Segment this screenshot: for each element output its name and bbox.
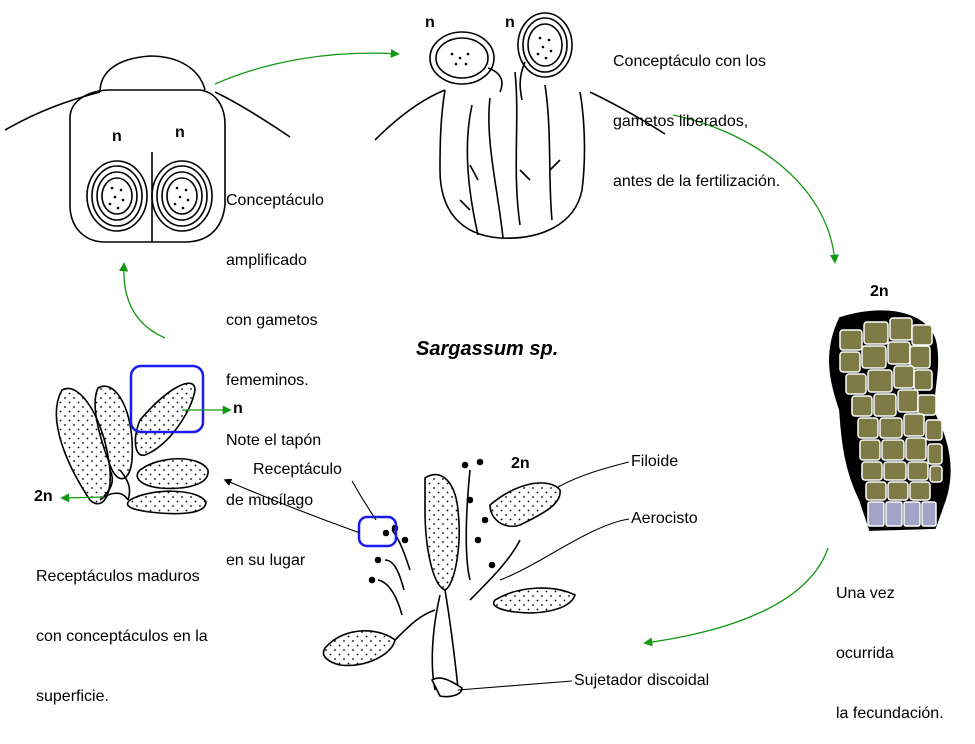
- ploidy-n-released-right: n: [505, 14, 515, 32]
- diagram-title: Sargassum sp.: [416, 338, 558, 361]
- label-conceptacle-amplified: Conceptáculo amplificado con gametos fem…: [226, 151, 324, 591]
- thallus-drawing: [323, 460, 575, 697]
- label-line: de mucílago: [226, 491, 324, 511]
- label-line: antes de la fertilización.: [613, 172, 780, 192]
- label-line: Conceptáculo con los: [613, 52, 780, 72]
- label-line: amplificado: [226, 251, 324, 271]
- label-receptacle: Receptáculo: [253, 460, 342, 480]
- ploidy-n-receptacle: n: [233, 400, 243, 418]
- gamete-dots-left: [109, 187, 190, 210]
- label-holdfast: Sujetador discoidal: [574, 671, 709, 691]
- label-line: la fecundación.: [836, 704, 944, 724]
- label-line: Receptáculos maduros: [36, 567, 208, 587]
- label-line: Una vez: [836, 584, 944, 604]
- label-line: Conceptáculo: [226, 191, 324, 211]
- label-fertilization: Una vez ocurrida la fecundación.: [836, 544, 944, 744]
- label-line: ocurrida: [836, 644, 944, 664]
- label-aerocyst: Aerocisto: [631, 509, 698, 529]
- label-conceptacle-released: Conceptáculo con los gametos liberados, …: [613, 12, 780, 212]
- gamete-dots-released: [451, 37, 553, 66]
- ploidy-2n-thallus: 2n: [511, 455, 530, 473]
- ploidy-2n-receptacle: 2n: [34, 488, 53, 506]
- label-line: con gametos: [226, 311, 324, 331]
- ploidy-n-released-left: n: [425, 14, 435, 32]
- label-line: Note el tapón: [226, 431, 324, 451]
- zygote-drawing: [830, 311, 950, 530]
- ploidy-n-left: n: [112, 128, 122, 146]
- label-receptacles: Receptáculos maduros con conceptáculos e…: [36, 527, 208, 727]
- label-line: con conceptáculos en la: [36, 627, 208, 647]
- label-line: superficie.: [36, 687, 208, 707]
- label-line: fememinos.: [226, 371, 324, 391]
- label-line: en su lugar: [226, 551, 324, 571]
- ploidy-2n-zygote: 2n: [870, 283, 889, 301]
- label-phylloid: Filoide: [631, 452, 678, 472]
- ploidy-n-right: n: [175, 124, 185, 142]
- receptacle-highlight-box: [359, 517, 396, 546]
- label-line: gametos liberados,: [613, 112, 780, 132]
